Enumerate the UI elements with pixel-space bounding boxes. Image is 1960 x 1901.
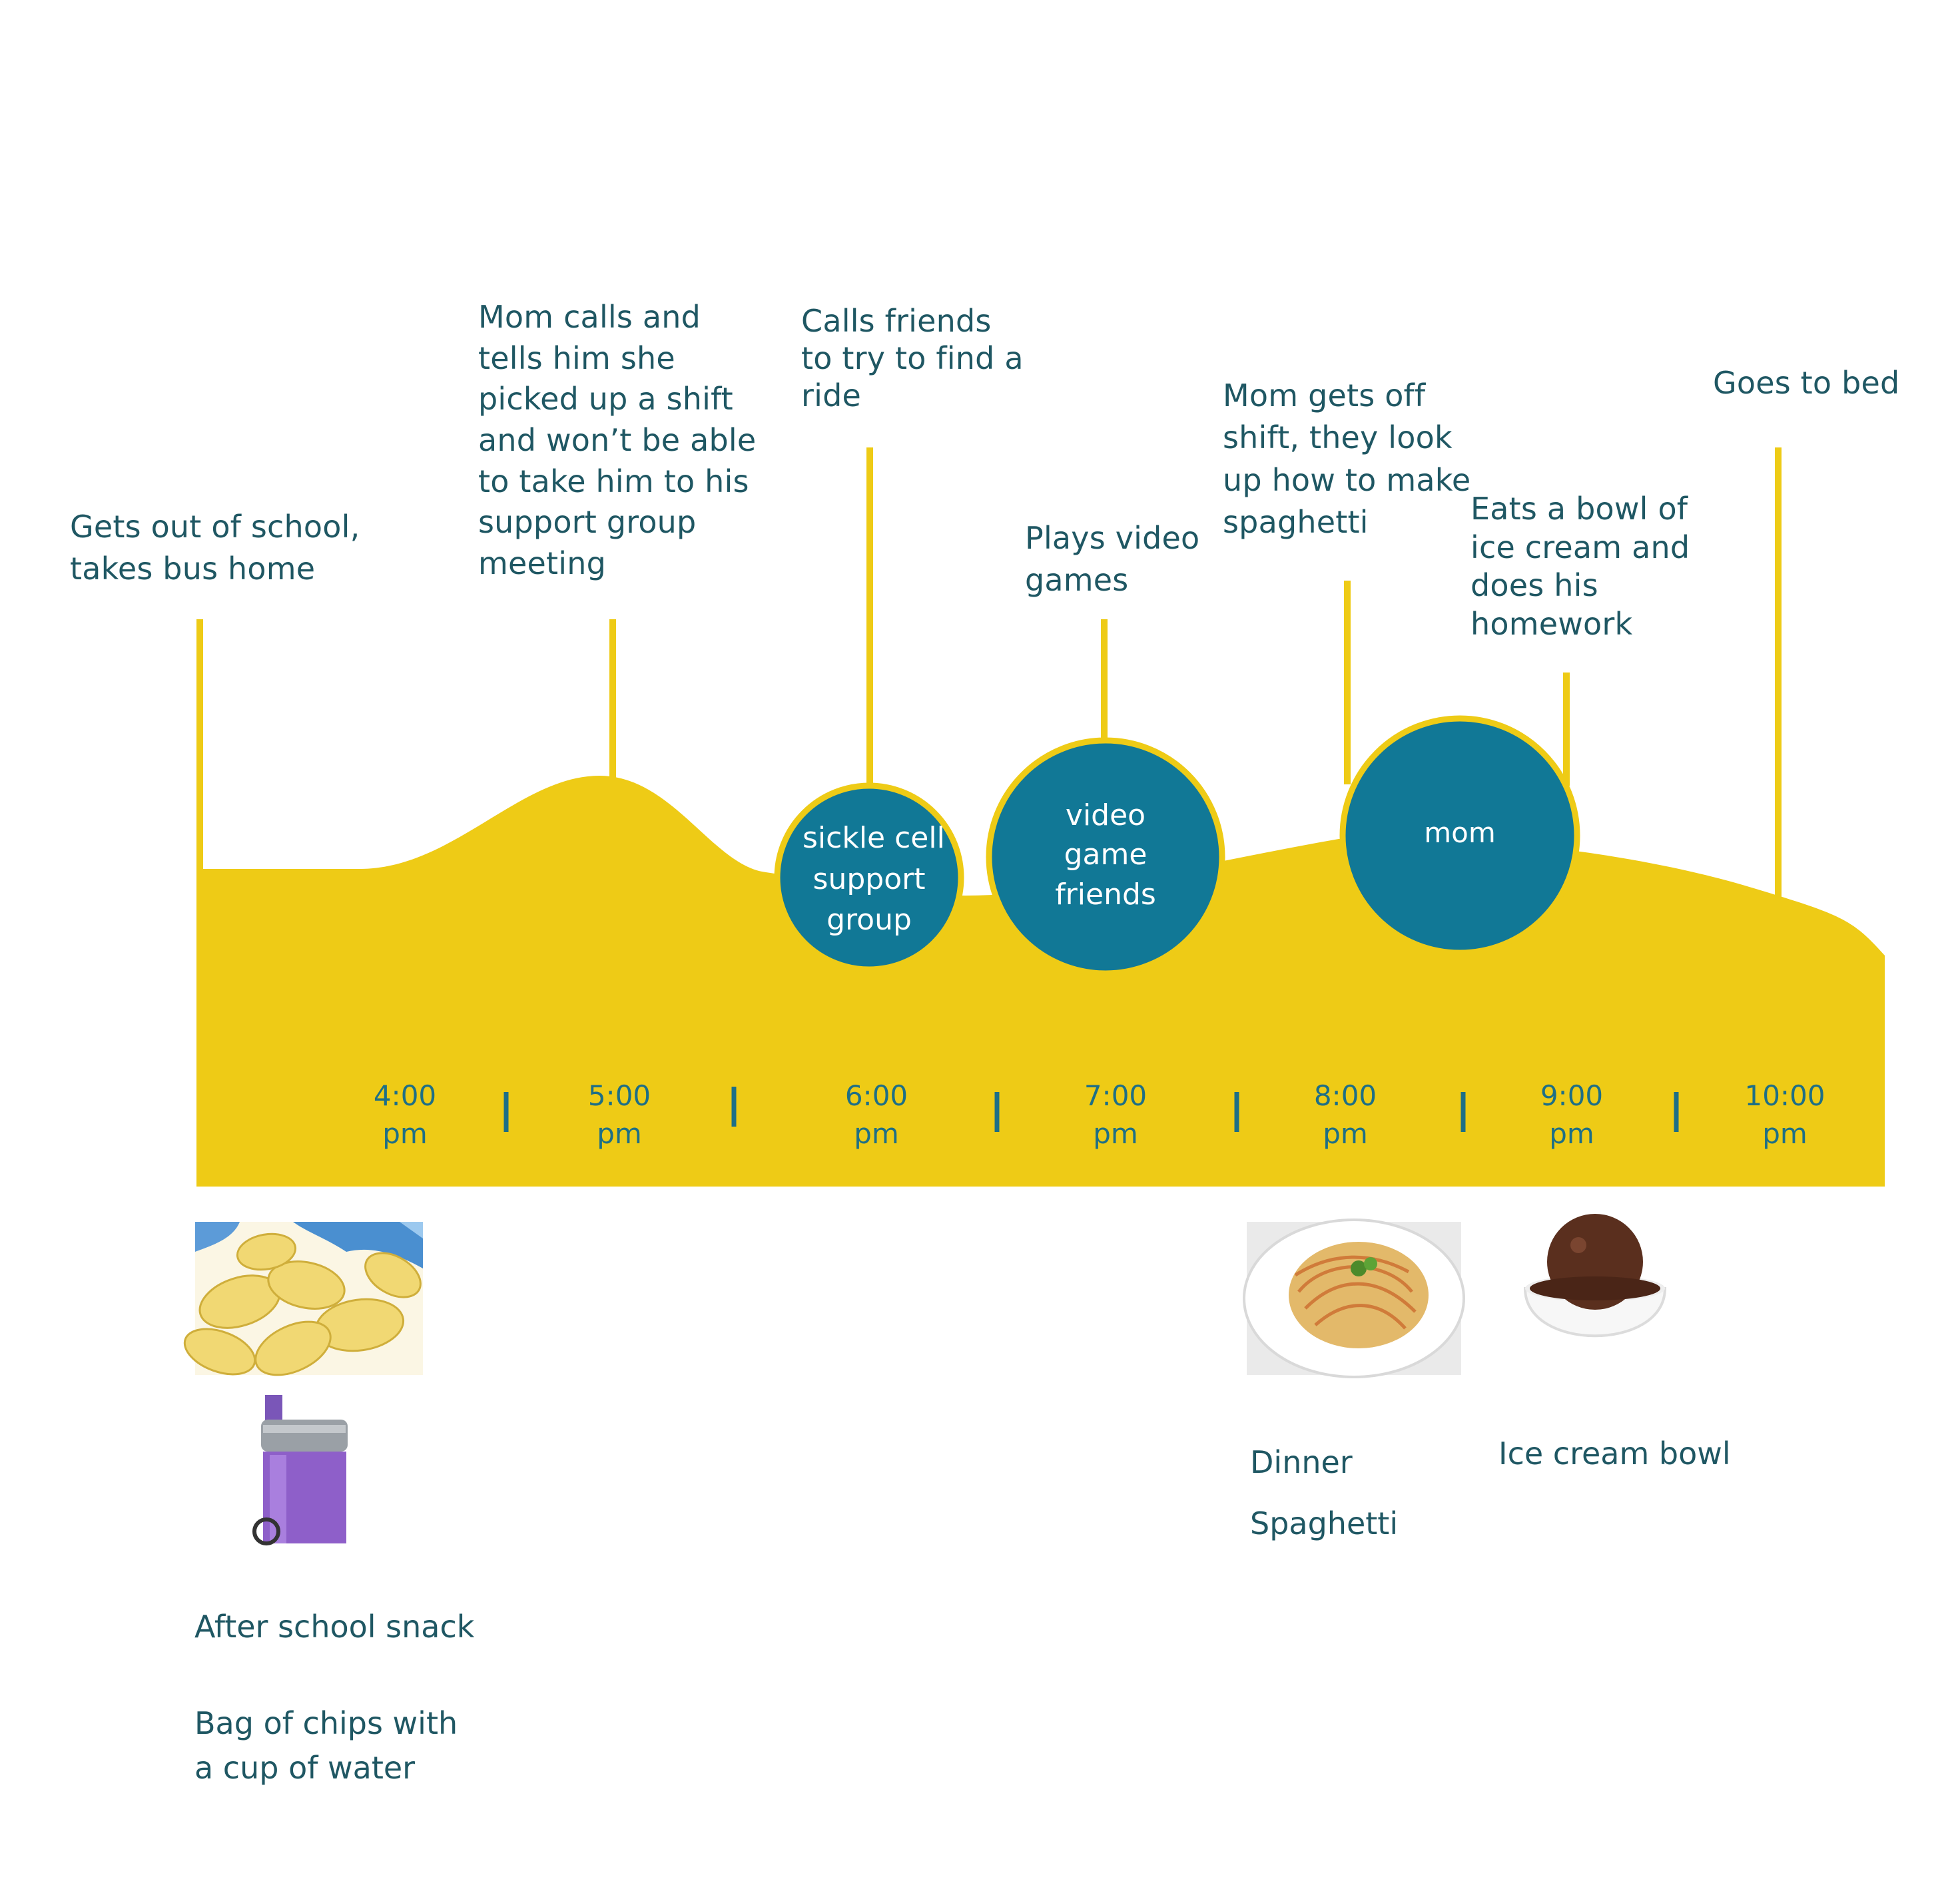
event-label-calls-friends: Calls friends to try to find a ride [801,302,1024,414]
dinner-caption: Dinner Spaghetti [1250,1432,1398,1554]
event-line: to try to find a [801,340,1024,377]
event-line: Mom calls and [478,299,701,335]
event-line: Gets out of school, [70,509,360,545]
time-label-5pm: 5:00 pm [566,1077,673,1153]
bubble-line: support [813,862,926,896]
time-label-7pm: 7:00 pm [1062,1077,1169,1153]
event-line: Eats a bowl of [1470,491,1688,527]
time-value: 4:00 [373,1079,437,1112]
event-line: picked up a shift [478,381,733,417]
time-value: 8:00 [1313,1079,1377,1112]
time-value: 10:00 [1744,1079,1825,1112]
time-value: 6:00 [844,1079,908,1112]
event-label-video-games: Plays video games [1025,517,1199,602]
event-line: games [1025,562,1129,599]
event-line: Mom gets off [1223,378,1426,413]
time-suffix: pm [382,1117,428,1150]
event-line: up how to make [1223,461,1471,498]
snack-title: After school snack [194,1605,474,1649]
water-bottle-photo [252,1395,348,1545]
bubble-label-video-game-friends: video game friends [1039,796,1172,914]
time-suffix: pm [1323,1117,1368,1150]
time-label-10pm: 10:00 pm [1732,1077,1838,1153]
bubble-label-mom: mom [1393,814,1526,852]
event-stems [196,447,1782,912]
event-line: does his [1470,567,1598,603]
bag-of-chips-photo [183,1222,423,1376]
event-line: Calls friends [801,303,992,339]
event-line: Plays video [1025,520,1200,556]
event-label-bed: Goes to bed [1713,362,1899,404]
event-line: meeting [478,545,606,581]
event-label-mom-off: Mom gets off shift, they look up how to … [1223,375,1470,544]
bubble-line: game [1064,838,1147,872]
event-line: Goes to bed [1713,365,1900,401]
caption-line: a cup of water [194,1749,416,1786]
event-label-mom-calls: Mom calls and tells him she picked up a … [478,297,756,584]
event-line: takes bus home [70,551,316,587]
event-line: to take him to his [478,463,749,499]
time-suffix: pm [597,1117,642,1150]
event-line: homework [1470,605,1633,642]
caption-line: Ice cream bowl [1498,1436,1731,1472]
ice-cream-bowl-photo [1523,1214,1667,1338]
snack-description: Bag of chips with a cup of water [194,1701,458,1790]
time-label-6pm: 6:00 pm [823,1077,930,1153]
bubble-line: mom [1424,816,1496,849]
time-separators [503,1087,1679,1132]
event-line: and won’t be able [478,421,757,458]
bubble-line: video [1065,798,1146,832]
time-label-8pm: 8:00 pm [1292,1077,1399,1153]
bubble-mom [1339,715,1580,956]
social-bubbles [774,715,1580,977]
caption-line: Bag of chips with [194,1705,458,1741]
spaghetti-photo [1243,1219,1465,1378]
time-value: 5:00 [587,1079,651,1112]
time-value: 9:00 [1540,1079,1604,1112]
time-suffix: pm [854,1117,899,1150]
time-suffix: pm [1762,1117,1807,1150]
bubble-line: friends [1055,877,1156,912]
event-line: tells him she [478,340,675,376]
event-line: ride [801,378,861,414]
event-label-ice-cream: Eats a bowl of ice cream and does his ho… [1470,490,1690,643]
time-suffix: pm [1549,1117,1594,1150]
caption-line: After school snack [194,1609,475,1645]
event-line: spaghetti [1223,504,1369,541]
bubble-line: sickle cell [803,821,945,855]
bubble-video-game-friends [986,737,1225,977]
event-line: shift, they look [1223,419,1453,456]
dessert-caption: Ice cream bowl [1498,1432,1731,1476]
time-suffix: pm [1093,1117,1138,1150]
event-label-school: Gets out of school, takes bus home [70,506,360,591]
time-label-9pm: 9:00 pm [1518,1077,1625,1153]
time-label-4pm: 4:00 pm [352,1077,458,1153]
event-line: support group [478,504,697,541]
event-line: ice cream and [1470,529,1690,565]
bubble-support-group [774,782,964,973]
caption-line: Spaghetti [1250,1505,1399,1541]
bubble-line: group [826,903,912,938]
caption-line: Dinner [1250,1444,1353,1480]
bubble-label-support-group: sickle cell support group [803,818,945,941]
time-value: 7:00 [1084,1079,1147,1112]
